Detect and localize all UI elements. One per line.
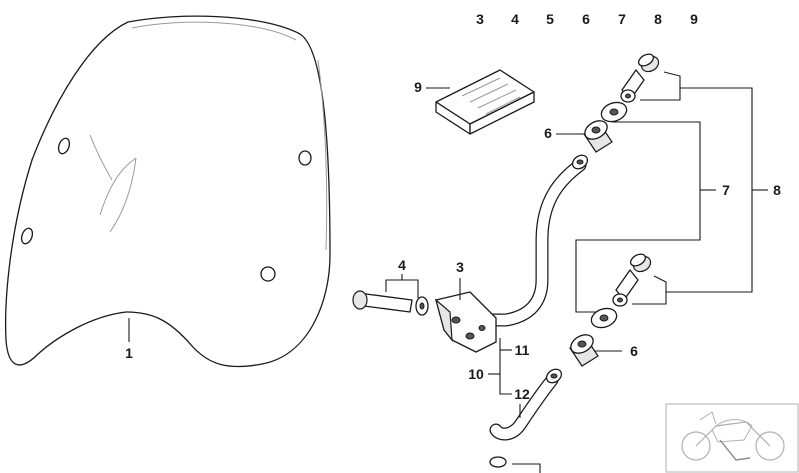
- upper-rubber-mount: [583, 120, 613, 153]
- hex-bolt: [352, 290, 413, 313]
- mount-hole: [298, 150, 312, 166]
- header-number: 5: [546, 11, 554, 27]
- upper-mounting-tube: [481, 154, 589, 327]
- lower-mounting-tube: [489, 368, 563, 468]
- mounting-bracket: [434, 291, 497, 353]
- header-number: 9: [690, 11, 698, 27]
- callout-7: 7: [722, 182, 730, 198]
- lower-screw: [615, 253, 652, 301]
- header-number: 3: [476, 11, 484, 27]
- callout-8: 8: [773, 182, 781, 198]
- callout-3: 3: [456, 259, 464, 275]
- leader-line: [632, 275, 667, 305]
- callout-12: 12: [514, 386, 530, 402]
- mount-hole: [260, 266, 276, 282]
- callout-1: 1: [125, 345, 133, 361]
- group-10-bracket: [499, 350, 512, 395]
- header-number-row: 3 4 5 6 7 8 9: [476, 11, 698, 27]
- upper-flat-washer: [600, 101, 628, 123]
- header-number: 4: [511, 11, 519, 27]
- bolt-washer: [415, 296, 429, 316]
- callout-6-lower: 6: [630, 343, 638, 359]
- motorcycle-thumbnail-icon: [665, 403, 799, 473]
- lower-rubber-mount: [569, 334, 599, 367]
- lower-flat-washer: [590, 307, 618, 329]
- leader-line: [512, 463, 541, 473]
- header-number: 6: [582, 11, 590, 27]
- callout-9: 9: [414, 79, 422, 95]
- callout-11: 11: [515, 342, 530, 358]
- leader-line: [640, 71, 681, 101]
- leader-line: [385, 279, 419, 298]
- group-7-bracket: [575, 121, 701, 313]
- windshield: [5, 15, 331, 368]
- mount-hole: [20, 227, 34, 245]
- callout-10: 10: [468, 366, 484, 382]
- header-number: 8: [654, 11, 662, 27]
- lower-lock-washer: [612, 293, 628, 307]
- callout-6-upper: 6: [544, 125, 552, 141]
- upper-lock-washer: [620, 89, 636, 103]
- header-number: 7: [618, 11, 626, 27]
- owners-manual: [435, 69, 535, 135]
- mount-hole: [57, 137, 71, 155]
- callout-4: 4: [398, 257, 406, 273]
